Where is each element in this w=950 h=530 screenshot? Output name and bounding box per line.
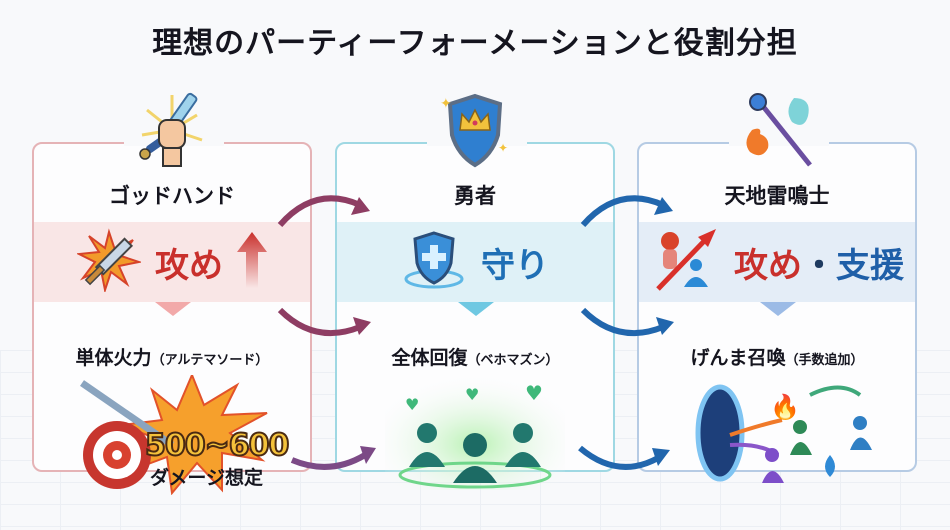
curved-arrow-icon — [580, 307, 674, 337]
down-pointer-icon — [155, 302, 191, 316]
sword-target-explosion-illustration — [72, 372, 292, 496]
cross-shield-icon — [401, 227, 467, 297]
ability-title: 全体回復（ベホマズン） — [391, 347, 559, 369]
ability-title: げんま召喚（手数追加） — [690, 347, 864, 369]
svg-text:♥: ♥ — [525, 381, 543, 405]
staff-spirits-icon — [732, 90, 822, 170]
down-pointer-icon — [458, 302, 494, 316]
role-label-group: 攻め・支援 — [734, 238, 904, 287]
down-pointer-icon — [760, 302, 796, 316]
curved-arrow-icon — [580, 195, 673, 227]
svg-text:♥: ♥ — [465, 385, 479, 404]
damage-label: ダメージ想定 — [150, 467, 264, 489]
role-support-label: 支援 — [836, 245, 904, 286]
fist-sword-icon — [127, 90, 217, 170]
page-title: 理想のパーティーフォーメーションと役割分担 — [152, 26, 798, 61]
role-attack-label: 攻め — [734, 245, 802, 286]
svg-text:✦: ✦ — [440, 96, 452, 112]
character-name: 勇者 — [454, 184, 496, 208]
sword-burst-icon — [75, 228, 143, 296]
curved-arrow-icon — [578, 445, 670, 470]
crown-shield-icon: ✦ ✦ — [430, 90, 520, 170]
role-band-defense: 守り — [337, 222, 613, 302]
up-arrow-icon — [237, 232, 267, 292]
curved-arrow-icon — [290, 446, 376, 470]
role-band-attack: 攻め — [34, 222, 310, 302]
role-label: 攻め — [155, 245, 223, 286]
svg-text:♥: ♥ — [405, 395, 419, 414]
curved-arrow-icon — [277, 307, 371, 337]
svg-text:🔥: 🔥 — [770, 393, 800, 421]
damage-value: 500~600 — [144, 427, 290, 464]
role-label: 守り — [481, 245, 549, 286]
ability-title: 単体火力（アルテマソード） — [75, 347, 269, 369]
character-name: ゴッドハンド — [109, 184, 235, 208]
party-healing-illustration: ♥ ♥ ♥ — [385, 375, 565, 490]
role-separator: ・ — [802, 245, 836, 286]
svg-text:✦: ✦ — [498, 141, 508, 155]
curved-arrow-icon — [277, 195, 370, 227]
portal-summons-illustration: 🔥 — [690, 375, 900, 485]
character-name: 天地雷鳴士 — [724, 184, 830, 208]
role-band-attack-support: 攻め・支援 — [639, 222, 915, 302]
buff-arrow-icon — [650, 225, 720, 299]
